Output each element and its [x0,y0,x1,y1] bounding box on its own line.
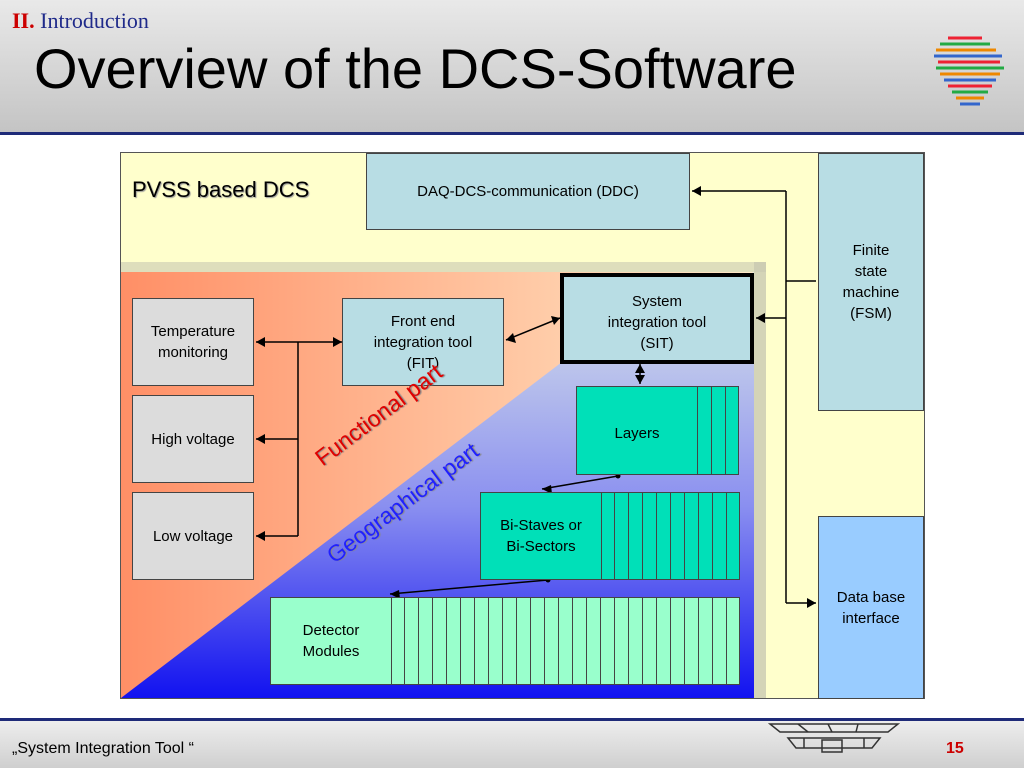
detector-logo-icon [768,723,900,753]
fsm-box: Finite state machine (FSM) [818,153,924,411]
fit-line-2: integration tool [373,333,473,351]
layers-stack [697,386,739,475]
fsm-line-2: state [854,263,888,280]
temperature-line-2: monitoring [157,344,229,361]
high-voltage-label: High voltage [151,430,235,448]
arrowhead [256,434,265,444]
detector-line-2: Modules [302,643,360,660]
connector-bistaves-detector [389,579,549,595]
bistaves-box: Bi-Staves or Bi-Sectors [480,492,602,580]
sit-line-2: integration tool [607,314,707,331]
arrowhead [756,313,765,323]
sit-line-1: System [631,293,682,310]
arrowhead [692,186,701,196]
low-voltage-label: Low voltage [152,527,234,545]
detector-stack [390,597,740,685]
arrowhead [256,531,265,541]
sit-line-3: (SIT) [640,335,674,352]
ddc-label: DAQ-DCS-communication (DDC) [417,183,639,200]
footer-text: „System Integration Tool “ [12,740,195,757]
fit-box: Front end integration tool (FIT) [342,298,504,386]
database-line-1: Data base [836,588,906,606]
database-box: Data base interface [818,516,924,699]
layers-label: Layers [614,425,660,442]
footer-rule [0,718,1024,721]
detector-line-1: Detector [302,622,360,639]
fsm-line-1: Finite [852,242,890,259]
temperature-box: Temperature monitoring [132,298,254,386]
bistaves-line-2: Bi-Sectors [506,538,576,555]
section-number: II. [12,8,35,33]
temperature-line-1: Temperature [150,323,236,340]
arrowhead [542,485,552,494]
fit-line-1: Front end [390,312,456,330]
slide-footer [0,720,1024,768]
page-number: 15 [946,740,964,757]
ddc-box: DAQ-DCS-communication (DDC) [366,153,690,230]
connector-layers-bistaves [541,475,619,490]
fsm-line-4: (FSM) [850,305,892,322]
sit-box: System integration tool (SIT) [560,273,754,364]
region-shadow [754,262,766,698]
section-label: II. Introduction [12,8,149,34]
arrowhead [333,337,342,347]
arrowhead [635,364,645,373]
pvss-label: PVSS based DCS [132,177,310,202]
region-shadow-top [121,262,766,272]
arrowhead [506,333,516,343]
low-voltage-box: Low voltage [132,492,254,580]
database-line-2: interface [842,609,900,627]
geographical-region [121,272,754,698]
arrowhead [807,598,816,608]
arrowhead [551,316,560,325]
bistaves-stack [600,492,740,580]
layers-box: Layers [576,386,698,475]
arrowhead [390,590,400,599]
connector-fit-sit [505,317,561,341]
header-rule [0,132,1024,135]
arrowhead [635,375,645,384]
fsm-line-3: machine [842,284,900,301]
slide-header [0,0,1024,132]
bistaves-line-1: Bi-Staves or [500,517,582,534]
detector-box: Detector Modules [270,597,392,685]
slide-title: Overview of the DCS-Software [34,37,797,100]
high-voltage-box: High voltage [132,395,254,483]
arrowhead [256,337,265,347]
section-name: Introduction [40,8,149,33]
fit-line-3: (FIT) [406,354,440,372]
university-logo-icon [934,36,1004,106]
